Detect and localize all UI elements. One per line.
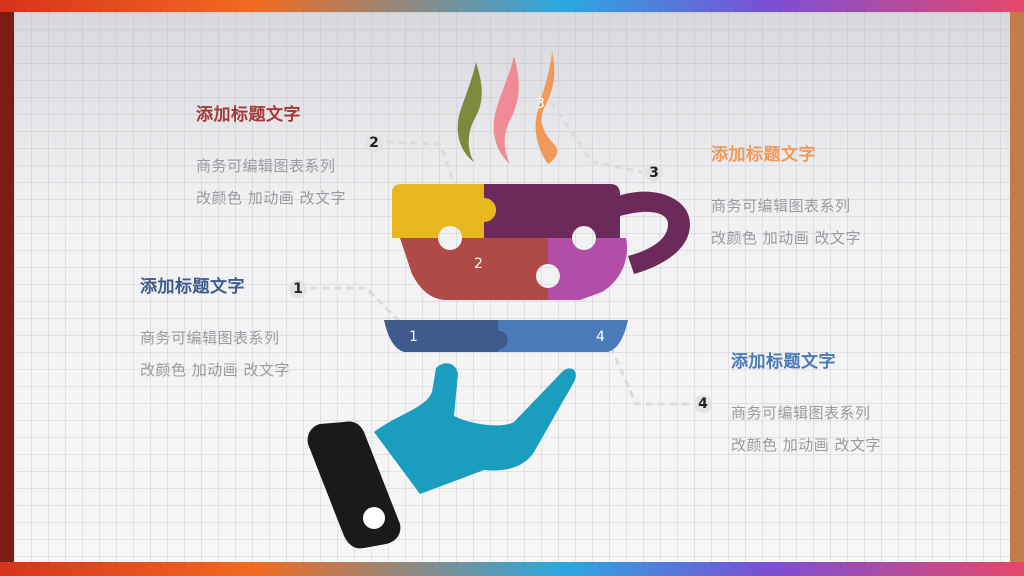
slide-canvas: 1 2 3 4 1 2 3 4 添加标题文字 商务可编辑图表系列 改颜色 加动画… [14, 12, 1010, 562]
connector-line-3 [549, 101, 643, 174]
steam-left [457, 62, 482, 162]
puzzle-cup-illustration: 1 2 3 4 [307, 52, 698, 549]
cup-piece-top-right [484, 184, 620, 238]
block-3-line-2: 改颜色 加动画 改文字 [711, 229, 862, 247]
text-block-4: 添加标题文字 商务可编辑图表系列 改颜色 加动画 改文字 [731, 347, 881, 455]
top-color-border [0, 0, 1024, 12]
badge-1: 1 [289, 280, 307, 298]
text-block-3: 添加标题文字 商务可编辑图表系列 改颜色 加动画 改文字 [711, 140, 861, 248]
connector-line-1 [310, 286, 408, 330]
block-1-title: 添加标题文字 [140, 277, 245, 297]
connector-line-4 [604, 335, 698, 406]
cup-handle [618, 191, 690, 274]
cup-piece-top-left [392, 184, 496, 238]
block-2-title: 添加标题文字 [196, 105, 301, 125]
bottom-color-border [0, 562, 1024, 576]
text-block-1: 添加标题文字 商务可编辑图表系列 改颜色 加动画 改文字 [140, 272, 290, 380]
steam-right [535, 52, 558, 164]
block-4-line-1: 商务可编辑图表系列 [731, 404, 871, 422]
piece-number-2: 2 [474, 256, 483, 272]
piece-number-1: 1 [409, 329, 418, 345]
badge-3: 3 [645, 164, 663, 182]
block-3-title: 添加标题文字 [711, 145, 816, 165]
block-4-title: 添加标题文字 [731, 352, 836, 372]
badge-2: 2 [365, 134, 383, 152]
saucer-piece-left [384, 320, 509, 352]
badge-4: 4 [694, 395, 712, 413]
block-4-line-2: 改颜色 加动画 改文字 [731, 436, 882, 454]
piece-number-4: 4 [596, 329, 605, 345]
block-2-line-1: 商务可编辑图表系列 [196, 157, 336, 175]
steam-middle [493, 56, 519, 164]
cup-piece-bottom-left [400, 238, 548, 300]
hand-shape [374, 363, 576, 494]
block-2-line-2: 改颜色 加动画 改文字 [196, 189, 347, 207]
block-1-line-1: 商务可编辑图表系列 [140, 329, 280, 347]
block-1-line-2: 改颜色 加动画 改文字 [140, 361, 291, 379]
saucer-piece-right [498, 320, 628, 352]
sleeve-button [363, 507, 385, 529]
text-block-2: 添加标题文字 商务可编辑图表系列 改颜色 加动画 改文字 [196, 100, 346, 208]
piece-number-3: 3 [536, 96, 545, 112]
cup-piece-bottom-right [548, 238, 627, 300]
block-3-line-1: 商务可编辑图表系列 [711, 197, 851, 215]
